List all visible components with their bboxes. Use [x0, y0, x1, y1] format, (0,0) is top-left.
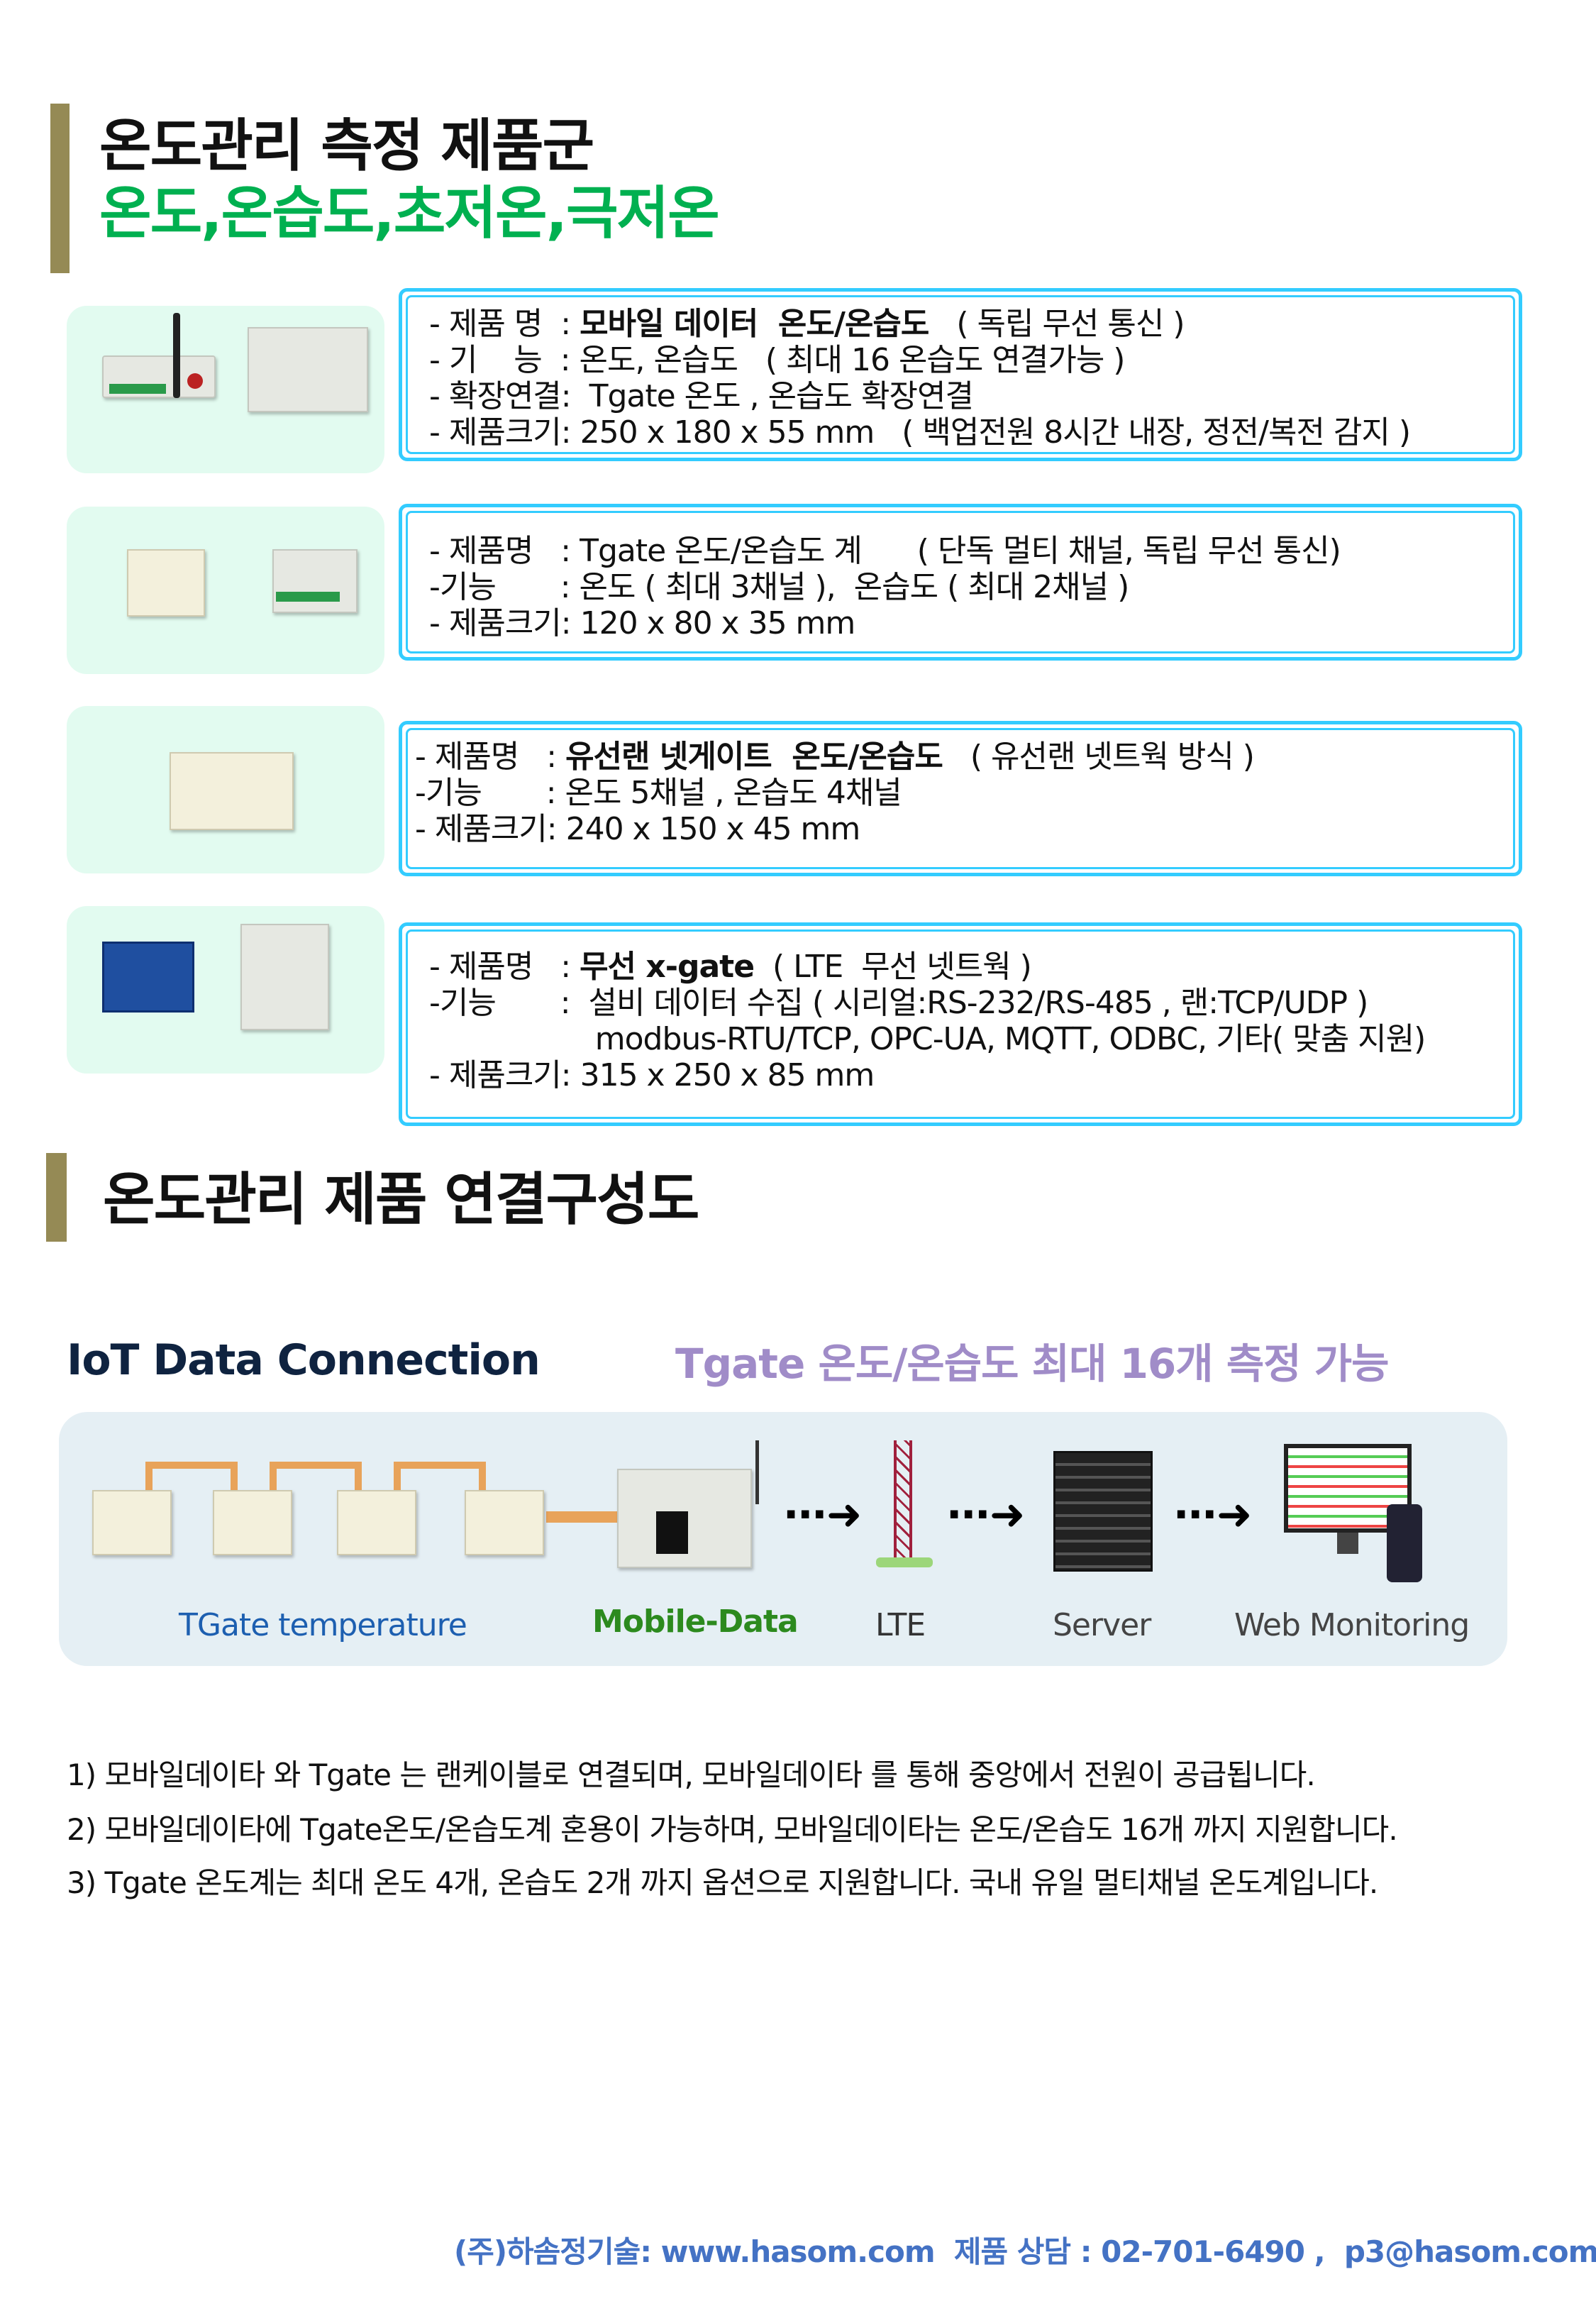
spec-text: - 제품 명 :	[429, 306, 580, 342]
product-spec-box: - 제품 명 : 모바일 데이터 온도/온습도 ( 독립 무선 통신 )- 기 …	[399, 288, 1522, 461]
label-lte: LTE	[875, 1607, 926, 1643]
server-icon	[1053, 1451, 1153, 1572]
spec-line: - 제품명 : 유선랜 넷게이트 온도/온습도 ( 유선랜 넷트웍 방식 )	[415, 739, 1492, 775]
page-subtitle: 온도,온습도,초저온,극저온	[99, 180, 720, 246]
cable-icon	[394, 1462, 486, 1504]
tgate-device-icon	[337, 1490, 416, 1555]
section-accent-bar	[46, 1153, 67, 1242]
product-image-tgate	[67, 507, 384, 674]
note-item: 2) 모바일데이타에 Tgate온도/온습도계 혼용이 가능하며, 모바일데이타…	[67, 1812, 1398, 1847]
tgate-device-icon	[465, 1490, 544, 1555]
product-spec-box: - 제품명 : 유선랜 넷게이트 온도/온습도 ( 유선랜 넷트웍 방식 )-기…	[399, 721, 1522, 876]
arrow-icon: ⋯➜	[947, 1490, 1026, 1540]
label-server: Server	[1053, 1607, 1151, 1643]
spec-line: - 기 능 : 온도, 온습도 ( 최대 16 온습도 연결가능 )	[429, 342, 1492, 378]
spec-line: - 제품명 : Tgate 온도/온습도 계 ( 단독 멀티 채널, 독립 무선…	[429, 533, 1492, 569]
spec-text: -기능 : 온도 5채널 , 온습도 4채널	[415, 775, 902, 811]
label-mobile-data: Mobile-Data	[592, 1604, 799, 1640]
cable-icon	[270, 1462, 362, 1504]
spec-text: - 제품명 :	[415, 739, 566, 775]
section-accent-bar	[50, 104, 70, 273]
spec-text: ( 유선랜 넷트웍 방식 )	[942, 739, 1255, 775]
page-title: 온도관리 측정 제품군	[99, 113, 594, 179]
spec-text: -기능 : 온도 ( 최대 3채널 ), 온습도 ( 최대 2채널 )	[429, 569, 1129, 605]
spec-line: -기능 : 온도 ( 최대 3채널 ), 온습도 ( 최대 2채널 )	[429, 569, 1492, 605]
spec-text: ( LTE 무선 넷트웍 )	[754, 949, 1032, 985]
spec-line: - 제품명 : 무선 x-gate ( LTE 무선 넷트웍 )	[429, 949, 1492, 985]
footer-contact: (주)하솜정기술: www.hasom.com 제품 상담 : 02-701-6…	[454, 2234, 1596, 2269]
spec-text: -기능 : 설비 데이터 수집 ( 시리얼:RS-232/RS-485 , 랜:…	[429, 985, 1368, 1021]
label-tgate-temperature: TGate temperature	[179, 1607, 467, 1643]
spec-text: 모바일 데이터 온도/온습도	[580, 306, 929, 342]
section-title: 온도관리 제품 연결구성도	[103, 1166, 699, 1232]
spec-line: - 제품크기: 315 x 250 x 85 mm	[429, 1057, 1492, 1093]
note-item: 1) 모바일데이타 와 Tgate 는 랜케이블로 연결되며, 모바일데이타 를…	[67, 1758, 1316, 1792]
spec-line: -기능 : 온도 5채널 , 온습도 4채널	[415, 775, 1492, 811]
spec-text: 무선 x-gate	[580, 949, 755, 985]
product-spec-box: - 제품명 : Tgate 온도/온습도 계 ( 단독 멀티 채널, 독립 무선…	[399, 504, 1522, 661]
phone-icon	[1387, 1504, 1422, 1582]
tgate-device-icon	[213, 1490, 292, 1555]
product-spec-box: - 제품명 : 무선 x-gate ( LTE 무선 넷트웍 )-기능 : 설비…	[399, 922, 1522, 1126]
product-image-x-gate	[67, 906, 384, 1074]
diagram-heading: IoT Data Connection	[67, 1335, 541, 1385]
spec-line: - 제품 명 : 모바일 데이터 온도/온습도 ( 독립 무선 통신 )	[429, 306, 1492, 342]
tgate-device-icon	[92, 1490, 172, 1555]
spec-text: - 제품명 : Tgate 온도/온습도 계 ( 단독 멀티 채널, 독립 무선…	[429, 533, 1341, 569]
spec-line: -기능 : 설비 데이터 수집 ( 시리얼:RS-232/RS-485 , 랜:…	[429, 985, 1492, 1021]
spec-text: - 기 능 : 온도, 온습도 ( 최대 16 온습도 연결가능 )	[429, 342, 1125, 378]
label-web-monitoring: Web Monitoring	[1234, 1607, 1470, 1643]
diagram-highlight: Tgate 온도/온습도 최대 16개 측정 가능	[675, 1340, 1389, 1388]
connection-diagram	[59, 1412, 1507, 1666]
arrow-icon: ⋯➜	[1174, 1490, 1253, 1540]
spec-text: - 제품크기: 240 x 150 x 45 mm	[415, 811, 860, 847]
spec-text: - 제품명 :	[429, 949, 580, 985]
spec-line: - 제품크기: 120 x 80 x 35 mm	[429, 605, 1492, 641]
spec-text: - 제품크기: 315 x 250 x 85 mm	[429, 1057, 875, 1093]
spec-text: - 확장연결: Tgate 온도 , 온습도 확장연결	[429, 378, 974, 414]
product-image-mobile-data	[67, 306, 384, 473]
note-item: 3) Tgate 온도계는 최대 온도 4개, 온습도 2개 까지 옵션으로 지…	[67, 1865, 1378, 1900]
spec-text: ( 독립 무선 통신 )	[929, 306, 1185, 342]
spec-text: - 제품크기: 250 x 180 x 55 mm ( 백업전원 8시간 내장,…	[429, 414, 1411, 451]
spec-text: 유선랜 넷게이트 온도/온습도	[565, 739, 943, 775]
spec-line: - 제품크기: 250 x 180 x 55 mm ( 백업전원 8시간 내장,…	[429, 414, 1492, 451]
spec-line: modbus-RTU/TCP, OPC-UA, MQTT, ODBC, 기타( …	[429, 1021, 1492, 1057]
arrow-icon: ⋯➜	[784, 1490, 863, 1540]
spec-line: - 제품크기: 240 x 150 x 45 mm	[415, 811, 1492, 847]
lte-tower-icon	[894, 1440, 912, 1561]
spec-text: modbus-RTU/TCP, OPC-UA, MQTT, ODBC, 기타( …	[429, 1021, 1426, 1057]
spec-line: - 확장연결: Tgate 온도 , 온습도 확장연결	[429, 378, 1492, 414]
cable-icon	[145, 1462, 238, 1504]
product-image-netgate	[67, 706, 384, 873]
spec-text: - 제품크기: 120 x 80 x 35 mm	[429, 605, 855, 641]
